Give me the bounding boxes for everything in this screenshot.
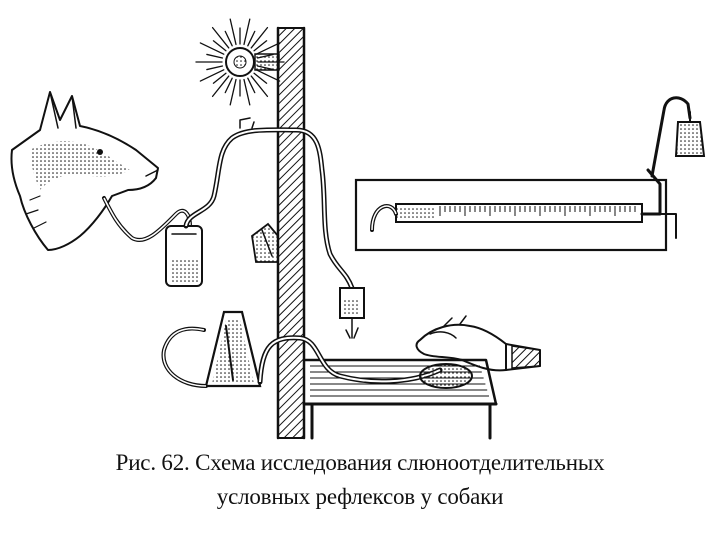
caption-line-2: условных рефлексов у собаки — [216, 484, 504, 509]
transmission-tube — [183, 117, 355, 291]
experimenter-hand — [415, 315, 541, 372]
figure-caption: Рис. 62. Схема исследования слюноотделит… — [0, 446, 720, 514]
saliva-collector-jar — [165, 225, 203, 287]
experiment-diagram — [10, 18, 706, 440]
measuring-bottle — [339, 287, 365, 339]
signal-cable — [161, 326, 443, 388]
light-bulb-icon — [195, 18, 285, 106]
pressure-bulb — [419, 363, 473, 389]
dog-head — [10, 91, 159, 251]
saliva-tube-left — [102, 196, 192, 242]
wall-metronome-icon — [251, 222, 279, 263]
metronome — [204, 310, 262, 388]
partition-wall — [276, 26, 306, 440]
caption-line-1: Рис. 62. Схема исследования слюноотделит… — [115, 450, 605, 475]
graduated-tube-panel — [354, 168, 677, 252]
reservoir-flask — [650, 96, 706, 178]
